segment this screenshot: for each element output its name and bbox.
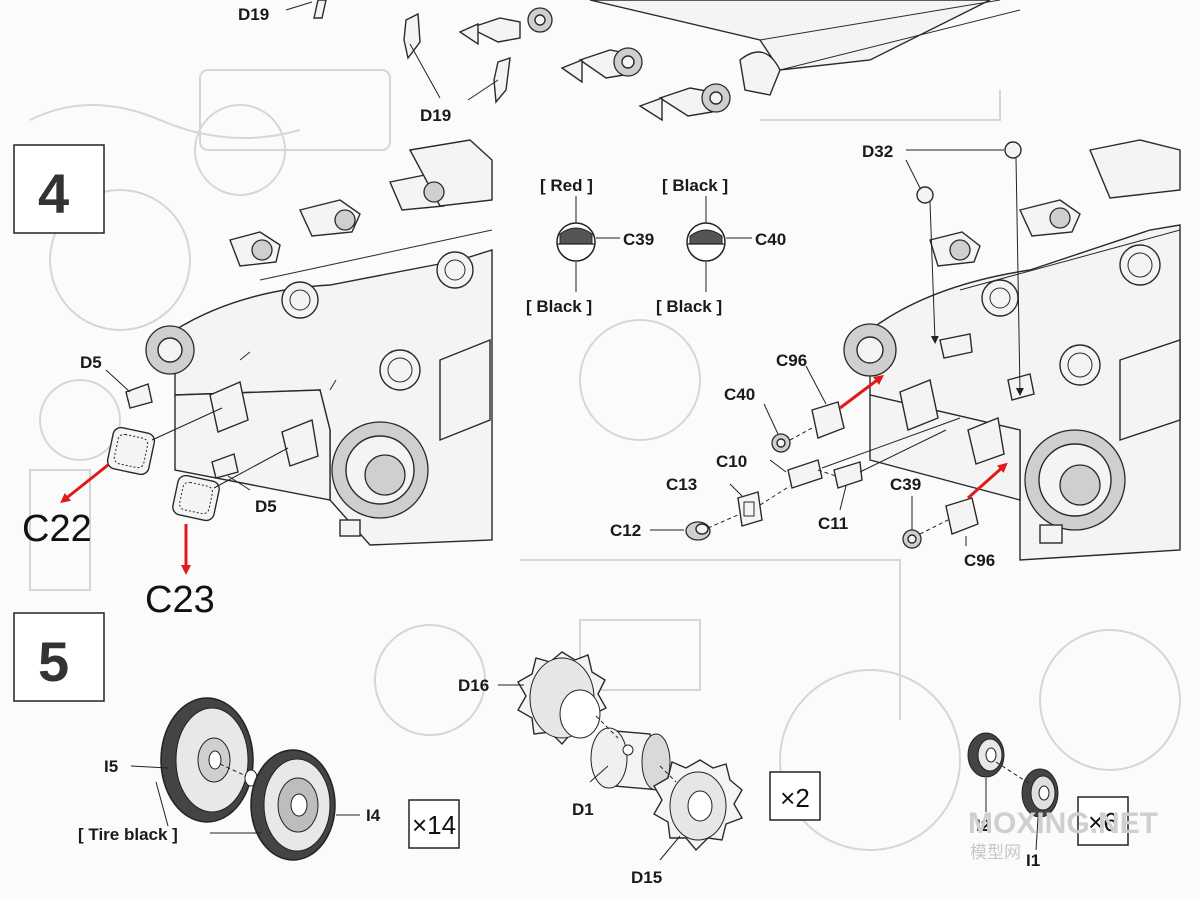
- red-arrow: [60, 463, 109, 504]
- hull-right-view: [843, 139, 1181, 561]
- label-c11: C11: [818, 514, 848, 533]
- label-c96: C96: [776, 351, 807, 370]
- multiplier-14: ×14: [412, 810, 456, 840]
- background-ghost-art: [29, 69, 1181, 851]
- label-d16: D16: [458, 676, 489, 695]
- label-c23: C23: [145, 579, 215, 621]
- paint-black-label: [ Black ]: [662, 176, 728, 195]
- c40-paint-part: [686, 222, 726, 262]
- label-d5: D5: [255, 497, 277, 516]
- watermark-site: MOXING.NET: [968, 807, 1158, 840]
- label-i2: I2: [976, 816, 990, 835]
- c39-light: [902, 529, 922, 549]
- label-c40: C40: [724, 385, 755, 404]
- d32-part: [905, 141, 1024, 396]
- label-i5: I5: [104, 757, 118, 776]
- label-d1: D1: [572, 800, 594, 819]
- paint-red-label: [ Red ]: [540, 176, 593, 195]
- label-d15: D15: [631, 868, 662, 887]
- label-c13: C13: [666, 475, 697, 494]
- label-c12: C12: [610, 521, 641, 540]
- c96-bracket: [811, 401, 979, 535]
- label-d32: D32: [862, 142, 893, 161]
- return-roller-i1: [1021, 768, 1059, 818]
- paint-black-label: [ Black ]: [656, 297, 722, 316]
- multiplier-6: ×6: [1088, 807, 1118, 837]
- c10-part: [787, 459, 823, 489]
- return-roller-i2: [967, 732, 1005, 778]
- multiplier-box: [408, 799, 460, 849]
- step-5-box: [13, 612, 105, 702]
- suspension-arm: [458, 7, 553, 46]
- multiplier-box: [1077, 796, 1129, 846]
- label-c22: C22: [22, 508, 92, 550]
- c12-part: [685, 521, 711, 541]
- red-arrow: [839, 375, 884, 410]
- sprocket-d15: [653, 759, 744, 852]
- step-5-number: 5: [38, 630, 69, 693]
- c13-part: [737, 491, 763, 527]
- label-c39: C39: [623, 230, 654, 249]
- multiplier-box: [769, 771, 821, 821]
- paint-black-label: [ Black ]: [526, 297, 592, 316]
- sprocket-d16: [517, 651, 607, 746]
- label-d19: D19: [420, 106, 451, 125]
- label-c96: C96: [964, 551, 995, 570]
- c11-part: [833, 461, 863, 489]
- label-d5: D5: [80, 353, 102, 372]
- step-4-box: [13, 144, 105, 234]
- c39-paint-part: [556, 222, 596, 262]
- label-c40: C40: [755, 230, 786, 249]
- hatch-cover-c22: [106, 426, 156, 476]
- suspension-arm: [560, 47, 643, 84]
- sprocket-hub-d1: [590, 727, 671, 791]
- step-4: 4: [13, 139, 493, 621]
- red-arrow: [967, 462, 1008, 500]
- road-wheel-i5: [160, 697, 254, 823]
- road-wheel-i4: [250, 749, 336, 861]
- watermark-cn: 模型网: [970, 843, 1021, 862]
- label-c39: C39: [890, 475, 921, 494]
- label-tire-black: [ Tire black ]: [78, 825, 178, 844]
- hull-left-view: [145, 139, 493, 546]
- hatch-cover-c23: [172, 474, 220, 522]
- label-i1: I1: [1026, 851, 1040, 870]
- top-chassis-fragment: D19 D19: [238, 0, 1021, 125]
- c40-light: [771, 433, 791, 453]
- watermark: MOXING.NET 模型网: [968, 807, 1158, 862]
- suspension-arm: [638, 51, 781, 122]
- d5-part: [125, 383, 239, 479]
- step-5: 5 I5 I4 [ Tire black ] ×14: [13, 612, 1129, 887]
- multiplier-2: ×2: [780, 783, 810, 813]
- label-i4: I4: [366, 806, 381, 825]
- label-d19: D19: [238, 5, 269, 24]
- step-4-number: 4: [38, 162, 69, 225]
- paint-callouts: [ Red ] [ Black ] C39 C40 [ Black ] [ Bl…: [526, 176, 786, 316]
- label-c10: C10: [716, 452, 747, 471]
- d19-part: [313, 0, 511, 104]
